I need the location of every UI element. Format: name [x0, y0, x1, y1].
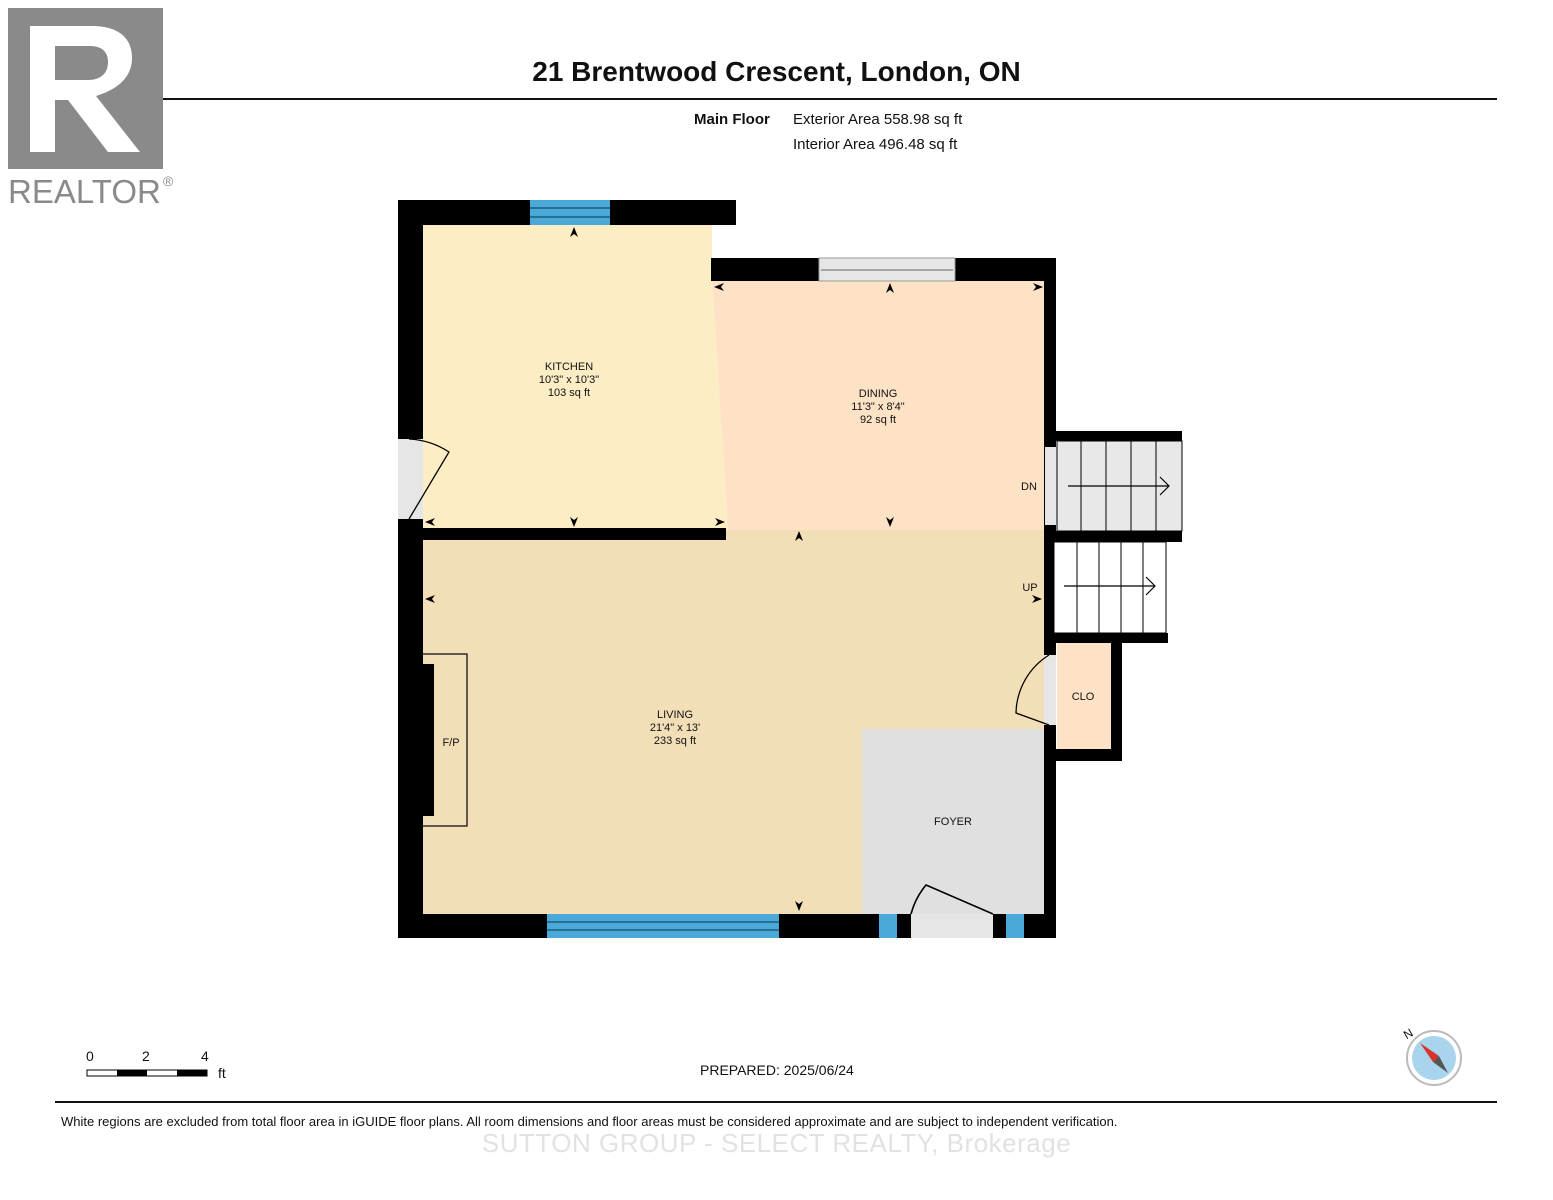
interior-area: Interior Area 496.48 sq ft: [793, 136, 958, 153]
wall: [1054, 531, 1182, 542]
dimension-arrow: [1032, 595, 1042, 603]
dining-room: [712, 280, 1045, 530]
floor-label: Main Floor: [694, 111, 770, 128]
living-name: LIVING: [657, 709, 693, 721]
stairs-up-label: UP: [1022, 582, 1037, 594]
closet-door-swing: [1015, 654, 1050, 726]
dimension-arrow: [714, 283, 724, 291]
compass-icon: N: [1401, 1026, 1462, 1086]
front-door-swing: [910, 884, 994, 915]
dimension-arrow: [1033, 283, 1043, 291]
fireplace-label: F/P: [442, 737, 459, 749]
living-area: 233 sq ft: [654, 735, 696, 747]
scale-bar-segment: [117, 1070, 147, 1076]
dimension-arrow: [425, 518, 435, 526]
windows: [530, 200, 1024, 938]
realtor-logo-text: REALTOR: [8, 173, 161, 210]
dining-area: 92 sq ft: [860, 414, 896, 426]
kitchen-dims: 10'3" x 10'3": [539, 374, 599, 386]
closet-name: CLO: [1072, 691, 1095, 703]
room-labels: KITCHEN 10'3" x 10'3" 103 sq ft DINING 1…: [442, 361, 1094, 828]
registered-mark: ®: [163, 173, 174, 189]
dimension-arrow: [425, 595, 435, 603]
compass-needle-north: [1420, 1043, 1439, 1062]
side-door-swing: [408, 438, 450, 520]
side-door-opening: [398, 439, 423, 519]
floor-plan: KITCHEN 10'3" x 10'3" 103 sq ft DINING 1…: [398, 200, 1183, 938]
kitchen-name: KITCHEN: [545, 361, 593, 373]
closet-door-opening: [1044, 655, 1056, 725]
stair-arrowhead: [1145, 576, 1156, 596]
dimension-arrow: [570, 517, 578, 527]
dining-dims: 11'3" x 8'4": [851, 401, 904, 413]
wall: [423, 528, 726, 540]
wall: [1111, 633, 1122, 761]
wall: [1054, 431, 1182, 441]
scale-tick-2: 2: [142, 1048, 150, 1064]
scale-tick-0: 0: [86, 1048, 94, 1064]
prepared-date: PREPARED: 2025/06/24: [700, 1062, 854, 1078]
brokerage-watermark: SUTTON GROUP - SELECT REALTY, Brokerage: [481, 1128, 1072, 1158]
stair-run: [1053, 541, 1167, 634]
fireplace-hearth: [422, 664, 434, 816]
dimension-arrow: [886, 283, 894, 293]
footer-divider: [55, 1101, 1497, 1103]
stairs-up: [1053, 541, 1167, 634]
realtor-r-glyph: [30, 26, 140, 152]
window: [530, 200, 610, 225]
scale-unit: ft: [218, 1065, 226, 1081]
dimension-arrow: [570, 227, 578, 237]
stair-arrowhead: [1159, 476, 1170, 496]
front-door-opening: [911, 914, 993, 938]
wall: [398, 200, 423, 938]
wall: [1044, 258, 1056, 938]
kitchen-area: 103 sq ft: [548, 387, 590, 399]
window: [547, 914, 779, 938]
wall: [1054, 633, 1122, 643]
foyer-room: [862, 729, 1045, 914]
stairs-down-label: DN: [1021, 481, 1037, 493]
wall: [1054, 749, 1122, 761]
realtor-logo: REALTOR ®: [8, 8, 174, 210]
dining-name: DINING: [859, 388, 898, 400]
window: [1006, 914, 1024, 938]
dimension-arrow: [795, 901, 803, 911]
closet-room: [1057, 643, 1111, 749]
dimension-arrow: [715, 518, 725, 526]
dimension-arrow: [795, 531, 803, 541]
dimension-markers: [425, 227, 1043, 911]
exterior-area: Exterior Area 558.98 sq ft: [793, 111, 963, 128]
window: [879, 914, 897, 938]
dimension-arrow: [886, 517, 894, 527]
page-title: 21 Brentwood Crescent, London, ON: [532, 56, 1021, 87]
kitchen-room: [422, 224, 728, 530]
compass-needle-south: [1433, 1056, 1448, 1073]
stair-opening: [1045, 447, 1057, 525]
scale-bar: [86, 1069, 208, 1077]
living-dims: 21'4" x 13': [650, 722, 700, 734]
foyer-name: FOYER: [934, 816, 972, 828]
scale-bar-segment: [177, 1070, 207, 1076]
stairs-down: [1045, 440, 1183, 532]
disclaimer-text: White regions are excluded from total fl…: [61, 1114, 1118, 1129]
scale-tick-4: 4: [201, 1048, 209, 1064]
title-divider: [55, 98, 1497, 100]
